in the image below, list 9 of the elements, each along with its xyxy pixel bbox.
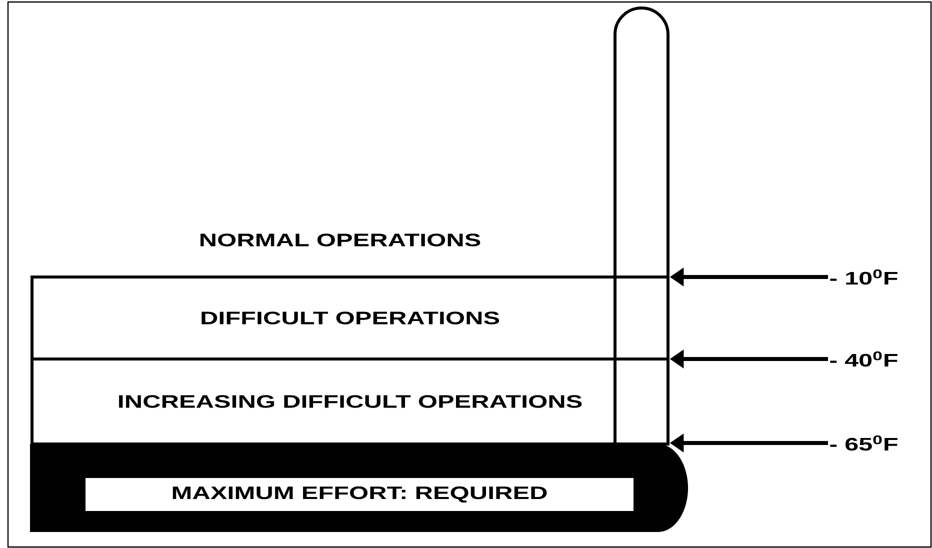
zone-box: INCREASING DIFFICULT OPERATIONS — [30, 358, 670, 446]
temperature-label: - 10$^{0}$F — [830, 269, 898, 285]
temperature-label: - 65$^{0}$F — [830, 435, 898, 451]
text-box: MAXIMUM EFFORT: REQUIRED — [86, 478, 634, 511]
thermometer-tube — [614, 6, 670, 445]
node-label: MAXIMUM EFFORT: REQUIRED — [172, 486, 547, 503]
temperature-label: - 40$^{0}$F — [830, 351, 898, 367]
zone-label: NORMAL OPERATIONS — [200, 234, 480, 246]
zone-box: DIFFICULT OPERATIONS — [30, 276, 670, 360]
